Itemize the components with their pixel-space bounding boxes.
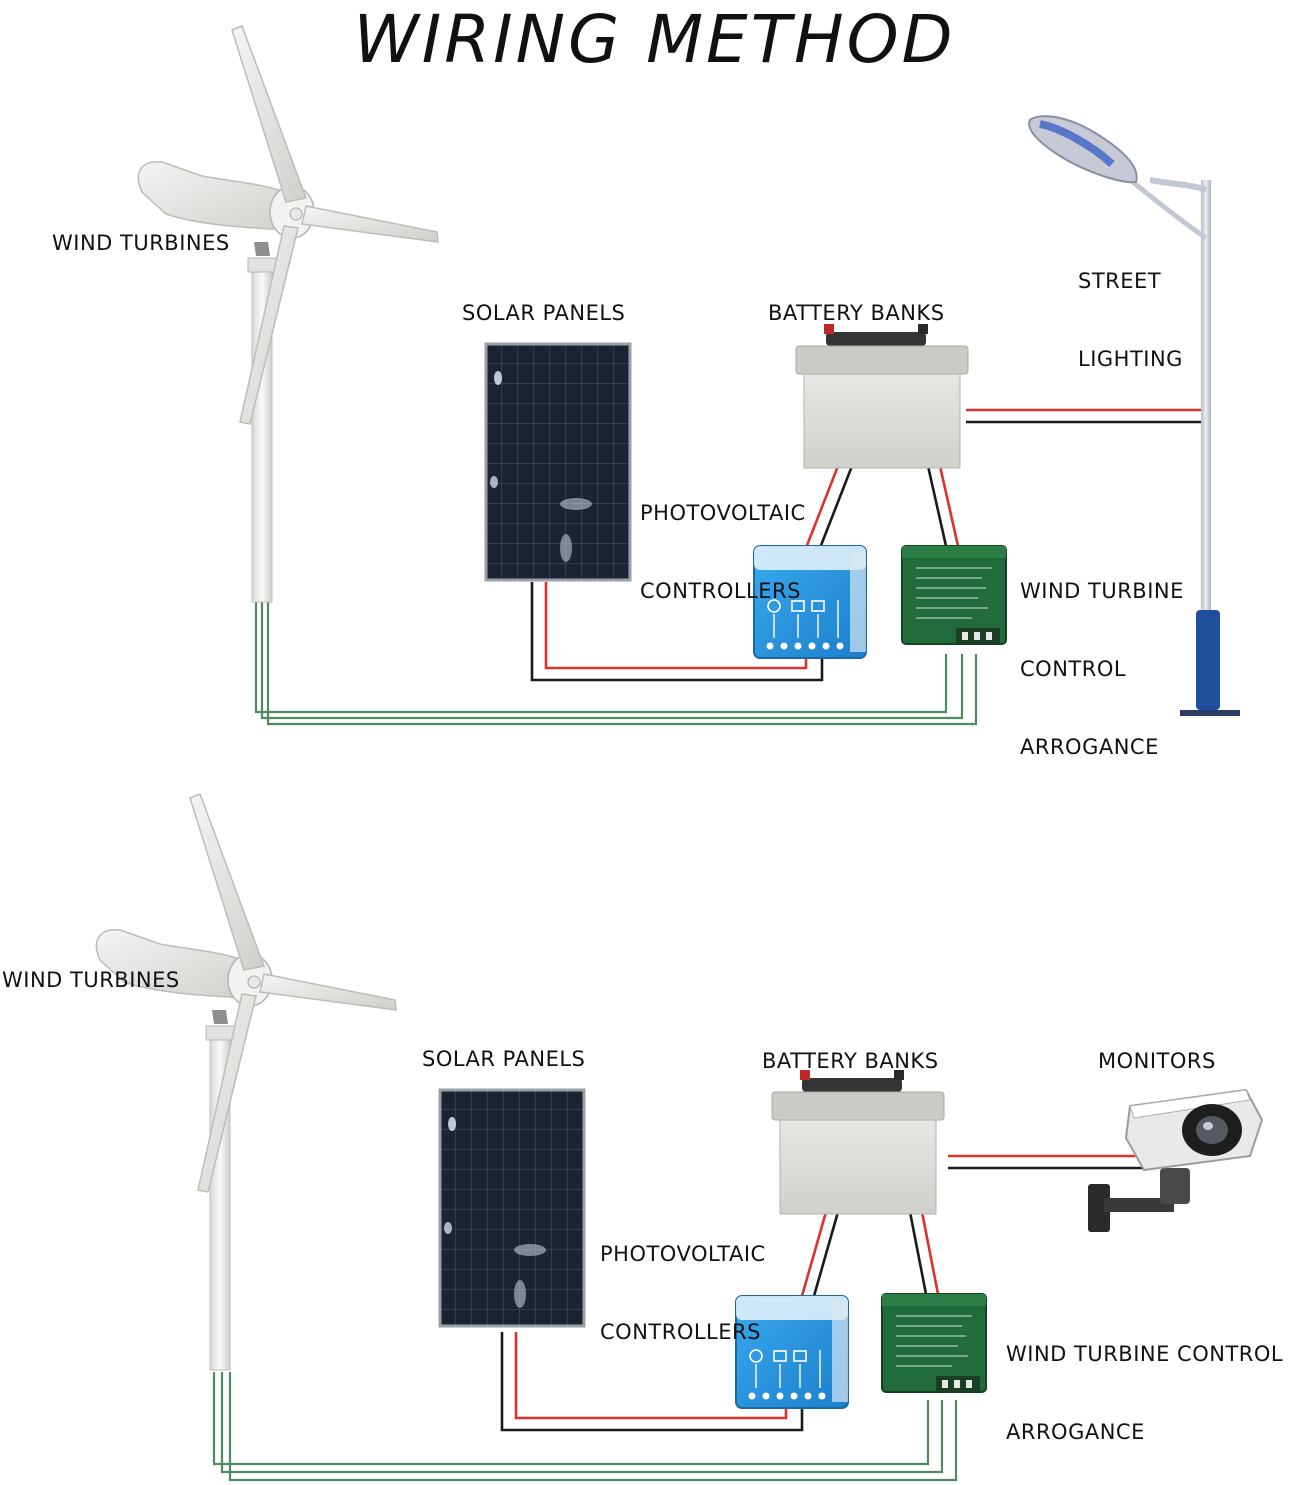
street-lamp-icon [1028,115,1240,716]
label-arrogance-bottom: ARROGANCE [1006,1420,1145,1444]
label-street: STREET [1078,269,1162,293]
label-monitors: MONITORS [1098,1049,1216,1073]
label-controllers-top: CONTROLLERS [640,579,801,603]
security-camera-icon [1088,1088,1264,1232]
label-solar-panels-bottom: SOLAR PANELS [422,1047,586,1071]
label-wind-turbine-control-bottom: WIND TURBINE CONTROL [1006,1342,1284,1366]
label-wind-turbines-top: WIND TURBINES [52,231,230,255]
label-arrogance-top: ARROGANCE [1020,735,1159,759]
label-solar-panels-top: SOLAR PANELS [462,301,626,325]
label-control-top: CONTROL [1020,657,1127,681]
label-lighting: LIGHTING [1078,347,1183,371]
page-title: WIRING METHOD [353,1,956,78]
label-photovoltaic-bottom: PHOTOVOLTAIC [600,1242,766,1266]
label-photovoltaic-top: PHOTOVOLTAIC [640,501,806,525]
label-battery-banks-top: BATTERY BANKS [768,301,945,325]
label-wind-turbine-top: WIND TURBINE [1020,579,1184,603]
label-wind-turbines-bottom: WIND TURBINES [2,968,180,992]
label-controllers-bottom: CONTROLLERS [600,1320,761,1344]
label-battery-banks-bottom: BATTERY BANKS [762,1049,939,1073]
